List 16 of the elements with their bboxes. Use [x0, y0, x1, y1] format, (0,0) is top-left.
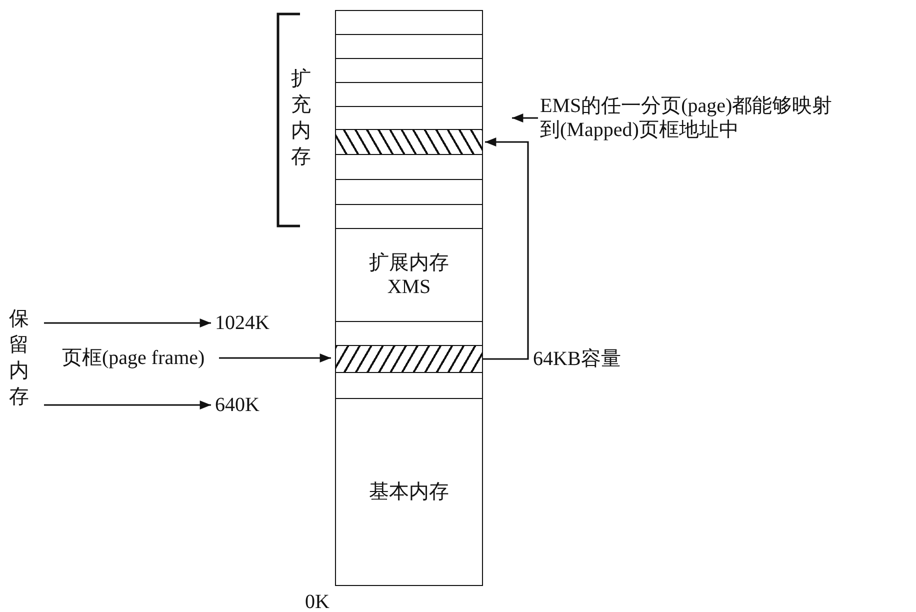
- hatched-page-band: [335, 129, 483, 154]
- address-label: 1024K: [215, 311, 270, 335]
- address-label: 640K: [215, 393, 260, 417]
- address-label: 0K: [305, 590, 330, 612]
- memory-block: 基本内存: [335, 398, 483, 586]
- note-text: EMS的任一分页(page)都能够映射到(Mapped)页框地址中: [540, 94, 840, 142]
- arrow: [44, 400, 211, 410]
- arrow: [512, 114, 538, 122]
- vertical-label: 扩充内存: [290, 67, 312, 170]
- page-frame-label: 页框(page frame): [62, 346, 205, 370]
- vertical-label: 保留内存: [8, 306, 30, 410]
- arrow: [219, 354, 331, 362]
- hatched-page-frame-band: [335, 345, 483, 372]
- arrow: [44, 318, 211, 328]
- memory-block: 扩展内存 XMS: [335, 228, 483, 322]
- arrow: [483, 138, 529, 360]
